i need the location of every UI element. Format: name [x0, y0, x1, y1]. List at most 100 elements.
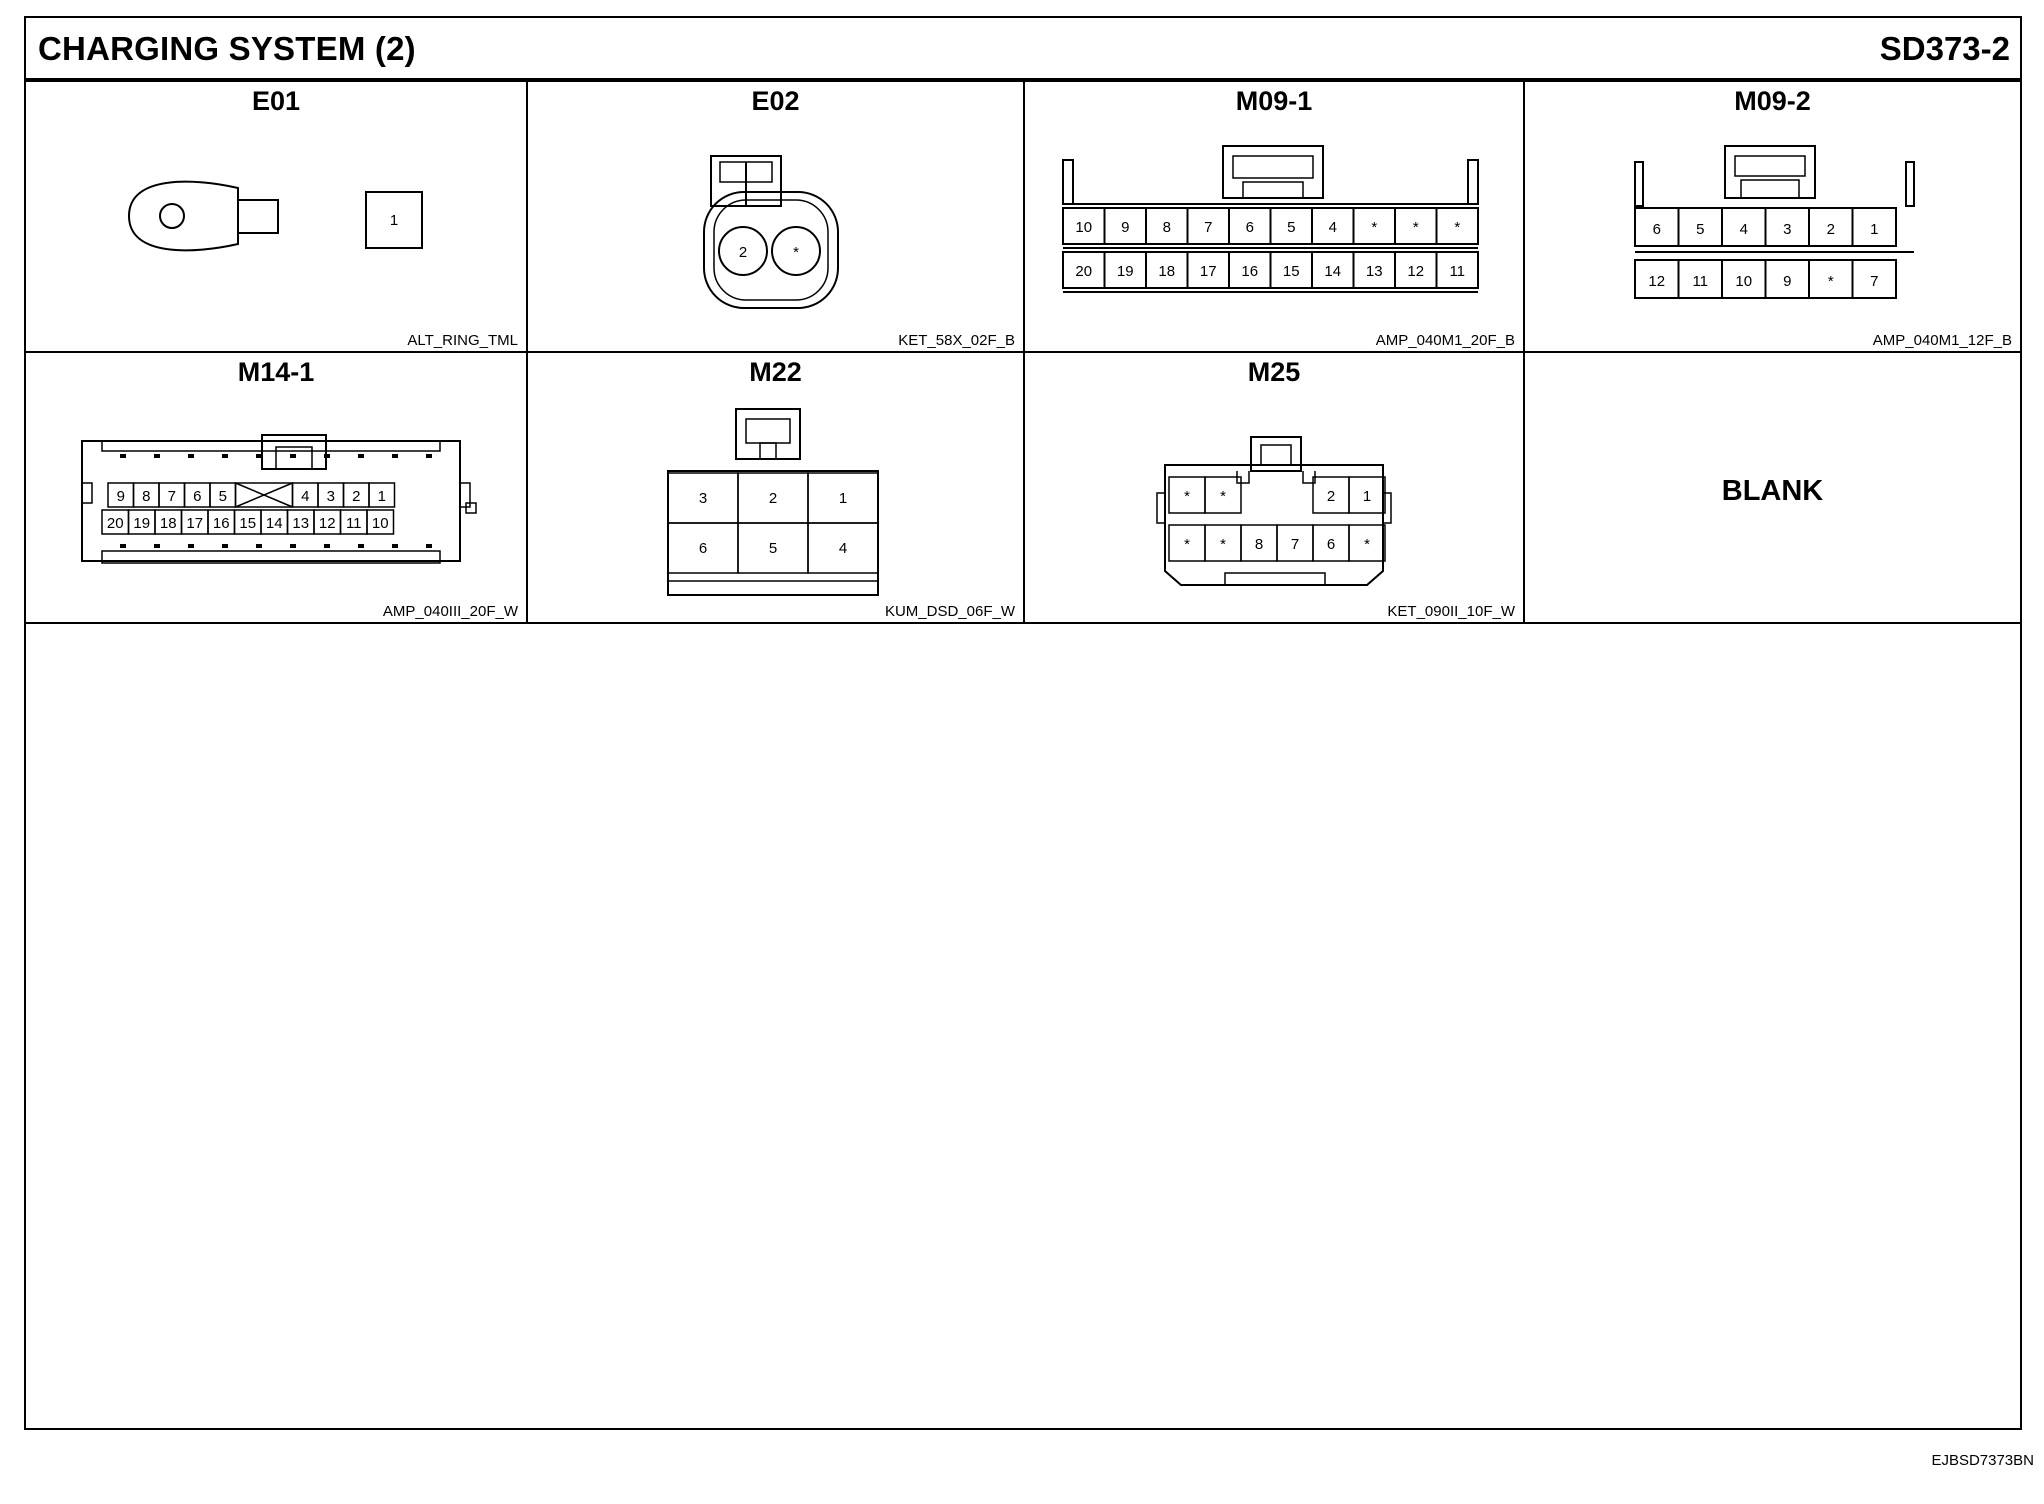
pin-label: 5: [219, 488, 227, 505]
connector-e01-drawing: 1: [127, 180, 423, 252]
pin-box: [1734, 155, 1806, 177]
pin-label: *: [1371, 219, 1377, 236]
connector-label: M09-1: [1235, 86, 1313, 116]
blank-label: BLANK: [1721, 475, 1824, 507]
connector-label: M22: [749, 357, 802, 387]
pin-label: 15: [239, 515, 256, 532]
part-number: AMP_040M1_12F_B: [1872, 332, 2012, 349]
pin-label: *: [1454, 219, 1460, 236]
pin-label: 2: [769, 490, 777, 507]
pin-label: 17: [186, 515, 203, 532]
pin-label: 3: [1783, 221, 1791, 238]
housing-outer: [1164, 464, 1384, 586]
pin-label: 18: [160, 515, 177, 532]
pin-label: 4: [839, 540, 847, 557]
pin-label: 12: [1648, 273, 1665, 290]
pin-label: 8: [1255, 536, 1263, 553]
pin-box: [1851, 259, 1897, 299]
pin-label: 10: [1075, 219, 1092, 236]
pin-label: 2: [352, 488, 360, 505]
pin-label: 6: [1327, 536, 1335, 553]
pin-box: [1062, 159, 1074, 205]
pin-label: 19: [133, 515, 150, 532]
part-number: AMP_040M1_20F_B: [1375, 332, 1515, 349]
part-number: KET_58X_02F_B: [898, 332, 1015, 349]
connector-label: E02: [751, 86, 800, 116]
pin-label: 1: [378, 488, 386, 505]
pin-label: 9: [1121, 219, 1129, 236]
pin-label: 13: [292, 515, 309, 532]
pin-box: [1348, 476, 1386, 514]
pin-box: [1634, 161, 1644, 207]
footer-code: EJBSD7373BN: [1931, 1452, 2034, 1469]
pin-label: 4: [301, 488, 309, 505]
pin-box: [1222, 145, 1324, 199]
pin-box: [81, 440, 461, 562]
pin-box: [1260, 444, 1292, 466]
blank-cell: BLANK: [1525, 353, 2020, 624]
pin-label: *: [1828, 273, 1834, 290]
pin-label: *: [793, 244, 799, 261]
housing-outer: [703, 191, 839, 309]
pin-label: 12: [1407, 263, 1424, 280]
pin-box: [275, 446, 313, 470]
pin-box: [368, 482, 396, 508]
pin-label: 10: [1735, 273, 1752, 290]
pin-box: [465, 502, 477, 514]
page-title: CHARGING SYSTEM (2): [38, 30, 416, 67]
pin-label: 16: [1241, 263, 1258, 280]
pin-label: 6: [193, 488, 201, 505]
pin-label: 6: [699, 540, 707, 557]
pin-label: 7: [1291, 536, 1299, 553]
pin-label: 18: [1158, 263, 1175, 280]
pin-label: 8: [1163, 219, 1171, 236]
pin-label: 14: [1324, 263, 1341, 280]
diagram-frame: CHARGING SYSTEM (2) SD373-2 E01 1 ALT_RI…: [24, 16, 2022, 1430]
housing-inner: [713, 199, 829, 301]
pin-label: 16: [213, 515, 230, 532]
part-number: KUM_DSD_06F_W: [884, 603, 1015, 620]
pin-label: 9: [1783, 273, 1791, 290]
pin-label: 13: [1366, 263, 1383, 280]
terminal-crimp: [237, 199, 279, 234]
connector-label: M14-1: [237, 357, 315, 387]
pin-label: 11: [1449, 263, 1465, 280]
pin-box: [1905, 161, 1915, 207]
pin-label: *: [1220, 488, 1226, 505]
sheet-code: SD373-2: [1879, 30, 2010, 67]
pin-box: [1242, 181, 1304, 199]
pin-label: 5: [769, 540, 777, 557]
pin-label: *: [1220, 536, 1226, 553]
pin-label: 20: [107, 515, 124, 532]
pin-box: [101, 440, 441, 452]
pin-label: 7: [168, 488, 176, 505]
pin-label: 1: [390, 212, 398, 229]
pin-box: [1348, 524, 1386, 562]
pin-circle: [771, 226, 821, 276]
pin-box: [1467, 159, 1479, 205]
pin-label: 14: [266, 515, 283, 532]
pin-label: *: [1364, 536, 1370, 553]
pin-box: [365, 191, 423, 249]
pin-label: 20: [1075, 263, 1092, 280]
pin-label: *: [1413, 219, 1419, 236]
pin-label: 7: [1870, 273, 1878, 290]
pin-box: [1250, 436, 1302, 472]
pin-label: *: [1184, 536, 1190, 553]
pin-box: [1724, 145, 1816, 199]
pin-label: 6: [1653, 221, 1661, 238]
pin-box: [101, 550, 441, 564]
pin-label: 8: [142, 488, 150, 505]
pin-box: [1435, 207, 1479, 245]
pin-label: *: [1184, 488, 1190, 505]
pin-label: 4: [1740, 221, 1748, 238]
